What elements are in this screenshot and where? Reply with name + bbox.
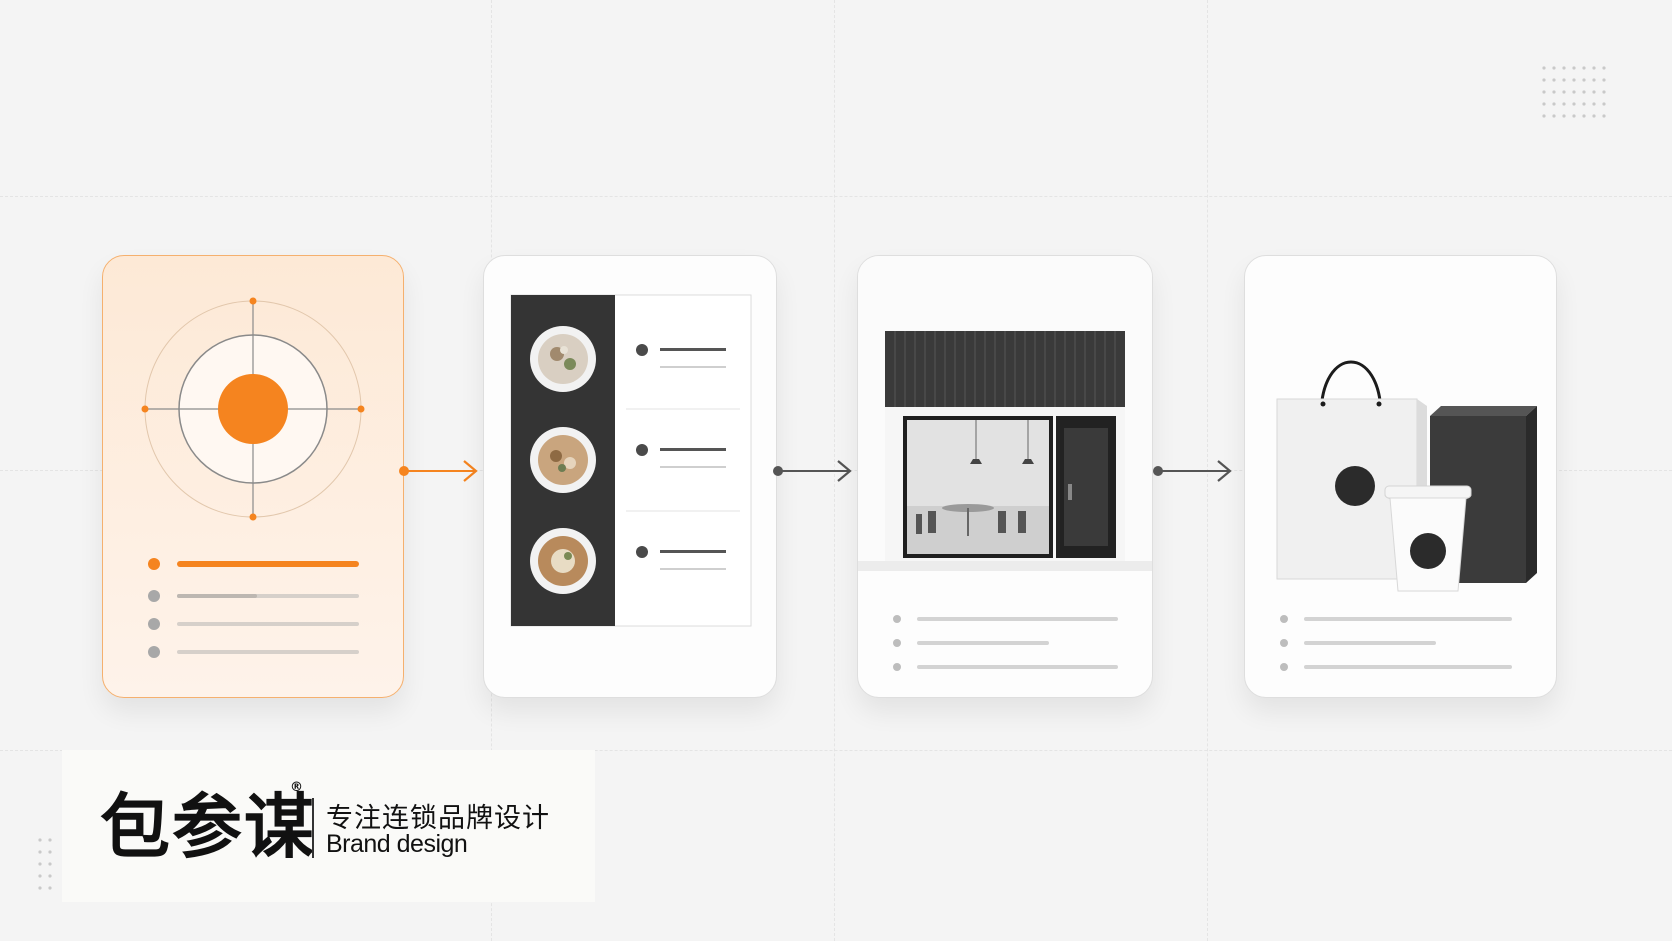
arrow-right-icon: [1153, 460, 1232, 482]
arrow-right-icon: [399, 460, 478, 482]
grid-line: [0, 196, 1672, 197]
list-item: [1280, 615, 1512, 623]
list-item: [1280, 639, 1436, 647]
list-item: [148, 558, 359, 570]
menu-dishes-icon: [510, 294, 752, 627]
list-item: [893, 639, 1049, 647]
list-item: [636, 546, 726, 570]
packaging-icon: [1276, 360, 1537, 671]
dish-plate: [530, 528, 596, 594]
list-item: [636, 444, 726, 468]
grid-line: [0, 750, 1672, 751]
list-item: [148, 590, 359, 602]
brand-mark: 包参谋: [100, 785, 316, 868]
list-item: [148, 618, 359, 630]
brand-logo: 包参谋 ® 专注连锁品牌设计 Brand design: [62, 750, 595, 902]
packaging-card: [1244, 255, 1557, 698]
storefront-card: [857, 255, 1153, 698]
logo-divider: [312, 798, 314, 858]
list-item: [148, 646, 359, 658]
menu-card: [483, 255, 777, 698]
brand-tagline-en: Brand design: [326, 830, 468, 858]
list-item: [636, 344, 726, 368]
list-item: [893, 615, 1118, 623]
list-item: [1280, 663, 1512, 671]
dot-pattern-bottom-left: [38, 838, 52, 890]
storefront-icon: [858, 256, 1152, 671]
dot-pattern-top-right: [1542, 66, 1606, 118]
brand-tagline-cn: 专注连锁品牌设计: [326, 803, 550, 834]
dish-plate: [530, 326, 596, 392]
registered-mark: ®: [290, 780, 303, 795]
target-icon: [141, 297, 365, 658]
list-item: [893, 663, 1118, 671]
target-card: [102, 255, 404, 698]
arrow-right-icon: [773, 460, 852, 482]
dish-plate: [530, 427, 596, 493]
